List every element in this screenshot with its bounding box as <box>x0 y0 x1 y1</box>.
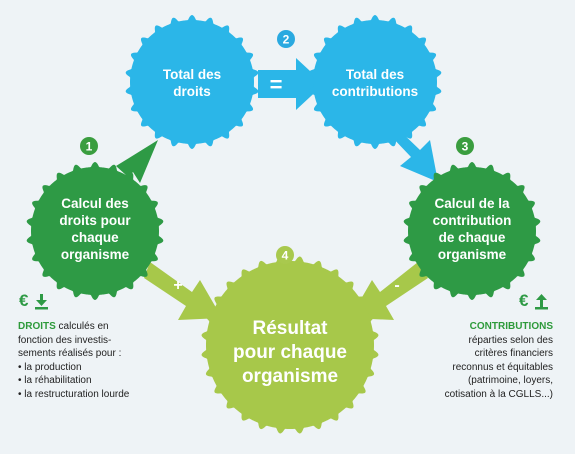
plus-sign: + <box>173 277 182 294</box>
node-label-line: Calcul de la <box>434 196 510 211</box>
arrow-plus: + <box>144 262 222 320</box>
node-calcul-droits: Calcul des droits pour chaque organisme <box>26 162 164 300</box>
node-calcul-contribution: Calcul de la contribution de chaque orga… <box>403 162 541 300</box>
contributions-note-line: réparties selon des <box>468 334 554 346</box>
step-number: 4 <box>282 249 289 263</box>
node-label-line: Calcul des <box>61 196 129 211</box>
minus-sign: - <box>394 277 399 294</box>
node-label-line: droits pour <box>59 213 131 228</box>
step-4-badge: 4 <box>276 246 294 264</box>
droits-note: DROITS calculés en fonction des investis… <box>18 320 168 402</box>
node-label-line: contribution <box>433 213 512 228</box>
list-item: la production <box>18 361 168 375</box>
node-label-line: Total des <box>346 67 404 82</box>
droits-list: la production la réhabilitation la restr… <box>18 361 168 402</box>
contributions-note-line: reconnus et équitables <box>452 361 553 373</box>
contributions-keyword: CONTRIBUTIONS <box>469 321 553 332</box>
node-total-contributions: Total des contributions <box>308 15 442 149</box>
euro-download-icon: € <box>19 291 48 310</box>
droits-note-line: sements réalisés pour : <box>18 348 122 360</box>
euro-symbol: € <box>19 291 29 310</box>
contributions-note: CONTRIBUTIONS réparties selon des critèr… <box>403 320 553 402</box>
node-label-line: contributions <box>332 84 418 99</box>
arrow-3-down <box>390 128 438 182</box>
contributions-note-line: cotisation à la CGLLS...) <box>444 388 553 400</box>
node-label-line: Total des <box>163 67 221 82</box>
node-label-line: pour chaque <box>233 342 347 363</box>
arrow-minus: - <box>350 262 428 320</box>
droits-keyword: DROITS <box>18 321 56 332</box>
node-label-line: de chaque <box>439 230 506 245</box>
step-2-badge: 2 <box>277 30 295 48</box>
step-3-badge: 3 <box>456 137 474 155</box>
node-label-line: organisme <box>242 366 338 387</box>
node-label-line: chaque <box>71 230 119 245</box>
arrow-2-right: = <box>258 58 324 110</box>
contributions-note-line: (patrimoine, loyers, <box>467 375 553 387</box>
node-label-line: Résultat <box>253 318 329 339</box>
droits-note-line: DROITS calculés en <box>18 320 168 334</box>
list-item: la réhabilitation <box>18 374 168 388</box>
list-item: la restructuration lourde <box>18 388 168 402</box>
step-number: 2 <box>283 33 290 47</box>
step-number: 1 <box>86 140 93 154</box>
node-label-line: organisme <box>438 247 507 262</box>
equals-sign: = <box>270 72 283 97</box>
droits-note-line: fonction des investis- <box>18 334 112 346</box>
contributions-note-line: critères financiers <box>474 348 553 360</box>
euro-symbol: € <box>519 291 529 310</box>
node-total-droits: Total des droits <box>125 15 259 149</box>
euro-upload-icon: € <box>519 291 548 310</box>
arrow-1-up <box>108 140 158 198</box>
node-label-line: organisme <box>61 247 130 262</box>
node-label-line: droits <box>173 84 211 99</box>
node-resultat: Résultat pour chaque organisme <box>201 256 379 434</box>
step-1-badge: 1 <box>80 137 98 155</box>
step-number: 3 <box>462 140 469 154</box>
droits-note-text: calculés en <box>55 321 109 332</box>
